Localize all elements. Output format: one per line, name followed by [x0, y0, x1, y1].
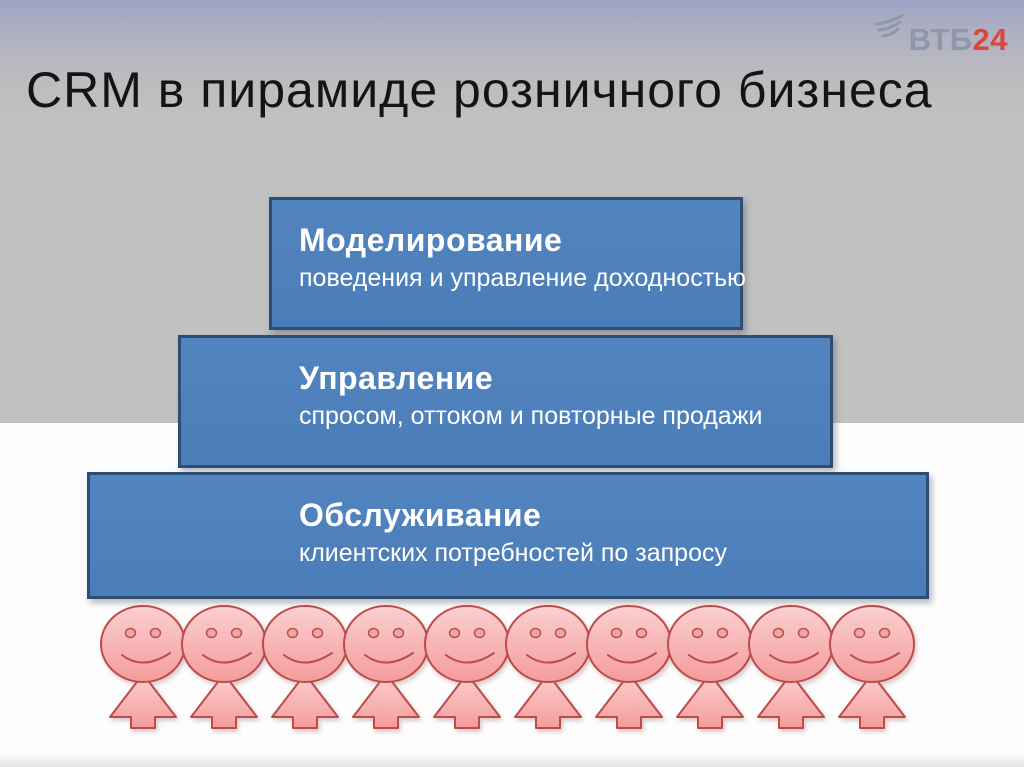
person-icon — [505, 605, 591, 729]
logo-brand-suffix: 24 — [972, 22, 1008, 57]
logo-brand: ВТБ — [908, 22, 973, 57]
pyramid-level-text: Обслуживание клиентских потребностей по … — [299, 495, 727, 568]
logo-text: ВТБ24 — [909, 24, 1008, 55]
pyramid-level-text: Моделирование поведения и управление дох… — [299, 220, 746, 293]
pyramid-level-service: Обслуживание клиентских потребностей по … — [87, 472, 929, 599]
person-icon — [667, 605, 753, 729]
person-icon — [100, 605, 186, 729]
pyramid-level-title: Обслуживание — [299, 497, 542, 533]
person-icon — [343, 605, 429, 729]
pyramid-level-title: Моделирование — [299, 222, 563, 258]
person-icon — [262, 605, 348, 729]
pyramid-level-subtitle: поведения и управление доходностью — [299, 264, 746, 292]
person-icon — [829, 605, 915, 729]
slide-title: CRM в пирамиде розничного бизнеса — [26, 62, 933, 118]
pyramid-level-title: Управление — [299, 360, 494, 396]
person-icon — [181, 605, 267, 729]
wing-icon — [874, 13, 906, 45]
vtb24-logo: ВТБ24 — [874, 12, 1008, 55]
bottom-edge-shade — [0, 753, 1024, 767]
audience-row — [98, 604, 915, 730]
person-icon — [586, 605, 672, 729]
person-icon — [424, 605, 510, 729]
pyramid-level-text: Управление спросом, оттоком и повторные … — [299, 358, 762, 431]
pyramid-level-modeling: Моделирование поведения и управление дох… — [269, 197, 746, 330]
pyramid-level-subtitle: клиентских потребностей по запросу — [299, 539, 727, 567]
person-icon — [748, 605, 834, 729]
pyramid-level-subtitle: спросом, оттоком и повторные продажи — [299, 402, 763, 430]
pyramid-level-management: Управление спросом, оттоком и повторные … — [178, 335, 833, 468]
